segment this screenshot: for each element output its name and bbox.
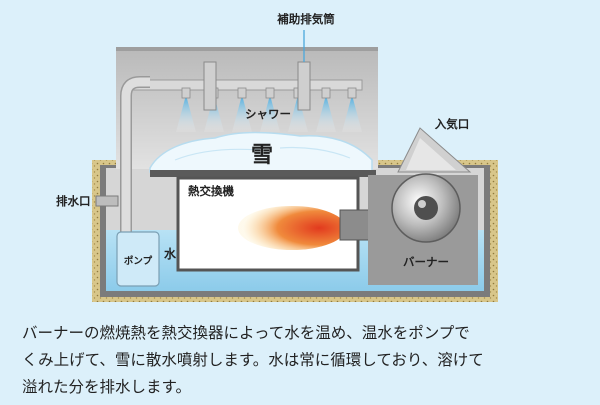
caption-line-2: くみ上げて、雪に散水噴射します。水は常に循環しており、溶けて <box>22 351 484 369</box>
air-inlet-hood <box>397 127 472 173</box>
shower-label: シャワー <box>245 107 291 121</box>
heat-exchanger-label: 熱交換機 <box>188 184 234 198</box>
shower-sprays <box>176 95 362 132</box>
aux-exhaust-stacks <box>203 30 311 111</box>
pump-label: ポンプ <box>124 255 153 267</box>
air-inlet-label: 入気口 <box>435 117 470 131</box>
drain-outlet <box>95 195 119 207</box>
caption-line-3: 溢れた分を排水します。 <box>22 378 191 396</box>
snow-label: 雪 <box>251 143 273 168</box>
caption-line-1: バーナーの燃焼熱を熱交換器によって水を温め、温水をポンプで <box>22 324 470 342</box>
burner-label: バーナー <box>403 255 449 269</box>
aux-exhaust-label: 補助排気筒 <box>276 12 335 26</box>
snow-grate <box>150 170 376 177</box>
riser-pipe <box>120 76 150 252</box>
burner-flame <box>238 206 346 250</box>
burner-unit <box>339 173 478 285</box>
snow-pile <box>149 131 373 173</box>
description-caption: バーナーの燃焼熱を熱交換器によって水を温め、温水をポンプで くみ上げて、雪に散水… <box>22 320 582 401</box>
pump <box>116 231 160 287</box>
water-label: 水 <box>164 246 177 261</box>
drain-label: 排水口 <box>56 194 91 208</box>
